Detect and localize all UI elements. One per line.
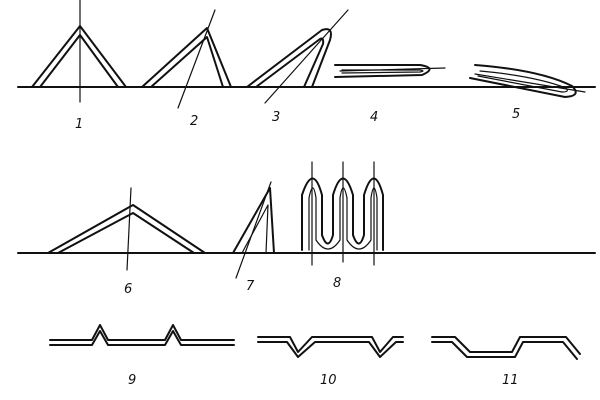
label-8: 8: [333, 276, 341, 291]
label-10: 10: [320, 373, 337, 388]
row-2: 6 7 8: [17, 161, 596, 297]
label-4: 4: [370, 110, 378, 125]
label-5: 5: [512, 107, 520, 122]
label-11: 11: [502, 373, 519, 388]
axial-plane-2: [177, 9, 216, 109]
label-3: 3: [272, 110, 280, 125]
row-1: 1 2 3 4 5: [17, 0, 596, 132]
axial-plane-4: [339, 67, 446, 72]
fold-7: 7: [232, 181, 275, 294]
fold-3: 3: [246, 9, 349, 125]
label-6: 6: [124, 282, 132, 297]
fold-11: 11: [431, 336, 581, 388]
axial-plane-6: [126, 187, 132, 271]
fold-5: 5: [469, 64, 586, 122]
axial-plane-7: [235, 181, 272, 279]
label-9: 9: [128, 373, 136, 388]
label-2: 2: [190, 114, 198, 129]
fold-1: 1: [31, 0, 127, 132]
fold-9: 9: [49, 324, 235, 388]
label-1: 1: [75, 117, 83, 132]
axial-plane-5: [474, 73, 586, 93]
fold-6: 6: [47, 187, 206, 297]
fold-2: 2: [141, 9, 232, 129]
fold-10: 10: [257, 336, 404, 388]
label-7: 7: [246, 279, 255, 294]
fold-8: 8: [301, 161, 384, 291]
fold-4: 4: [334, 64, 446, 125]
row-3: 9 10 11: [49, 324, 581, 388]
axial-plane-3: [264, 9, 349, 104]
